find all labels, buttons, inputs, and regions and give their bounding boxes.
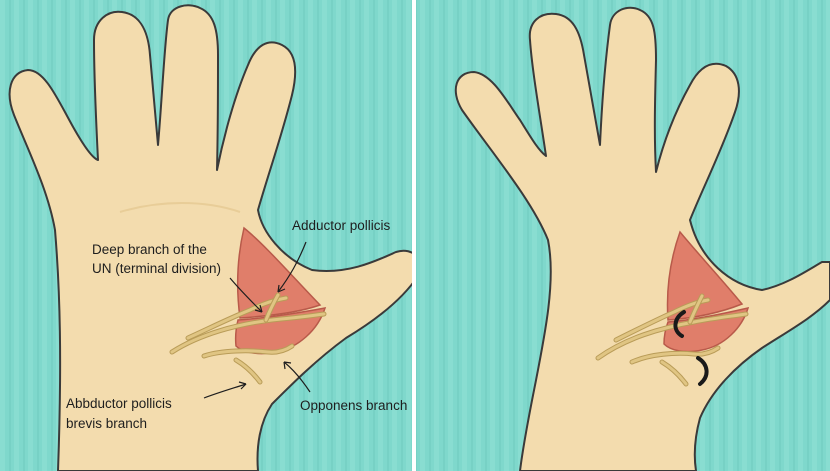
- left-panel: Deep branch of the UN (terminal division…: [0, 0, 421, 471]
- label-opponens: Opponens branch: [300, 398, 407, 413]
- label-abductor-2: brevis branch: [66, 416, 147, 431]
- label-adductor: Adductor pollicis: [292, 218, 391, 233]
- label-abductor-1: Abbductor pollicis: [66, 396, 172, 411]
- panel-divider: [412, 0, 416, 471]
- right-panel: [416, 0, 830, 471]
- label-deep-branch-2: UN (terminal division): [92, 261, 221, 276]
- label-deep-branch-1: Deep branch of the: [92, 242, 207, 257]
